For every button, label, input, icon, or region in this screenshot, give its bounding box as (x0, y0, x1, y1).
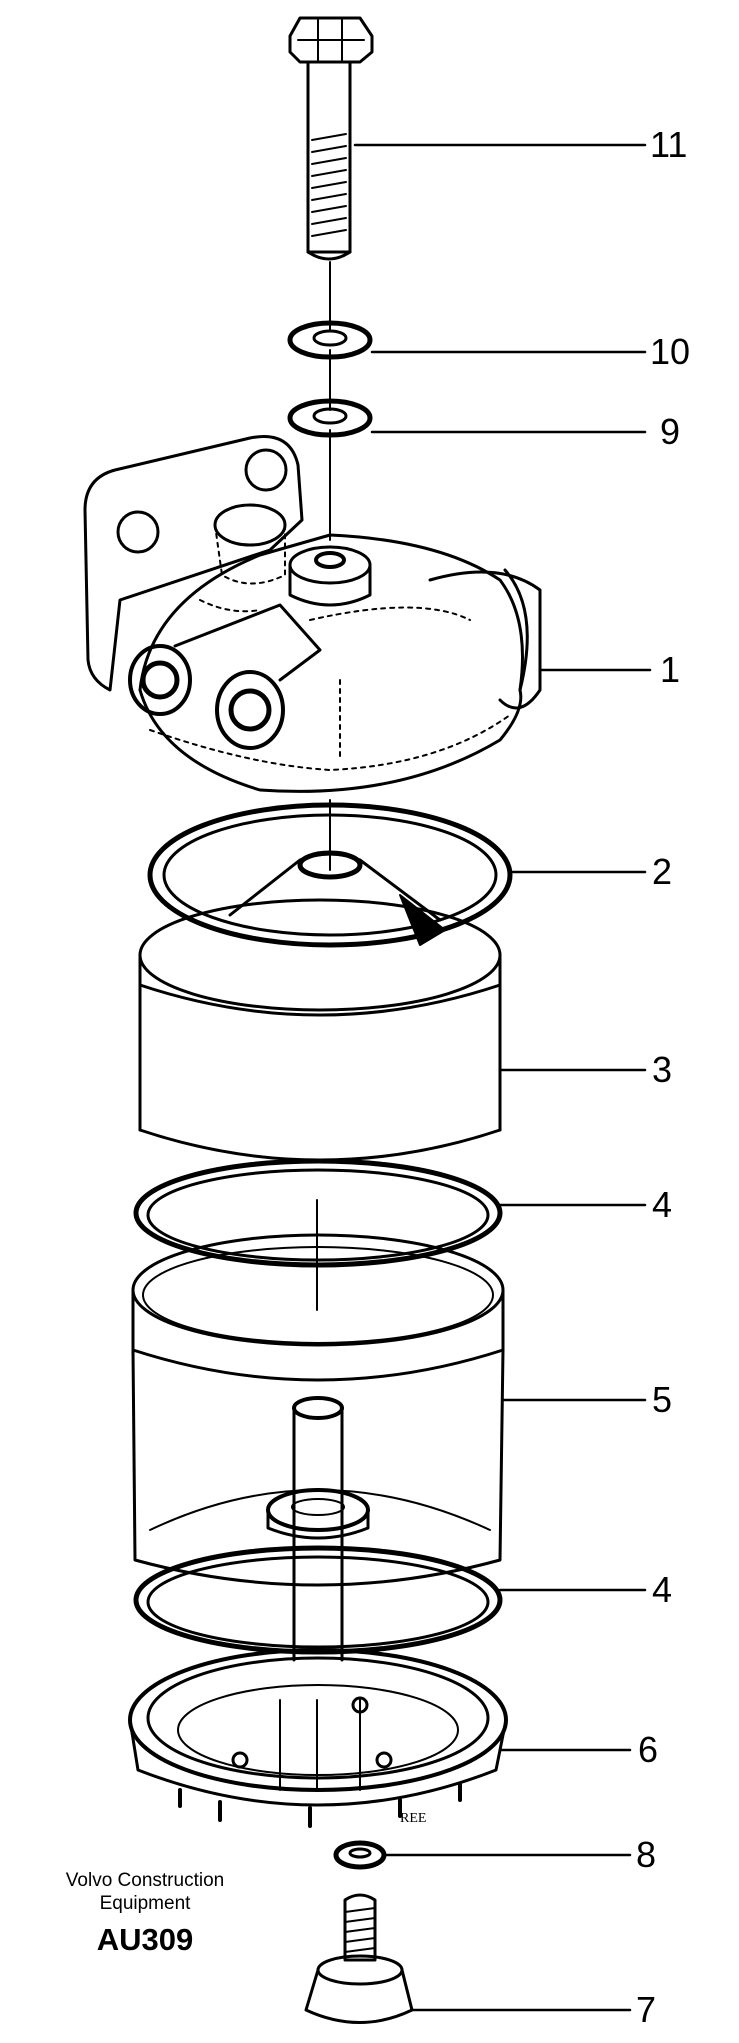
label-part-7: 7 (636, 1989, 656, 2030)
label-part-2: 2 (652, 851, 672, 892)
label-part-8: 8 (636, 1834, 656, 1875)
part-washer-upper (287, 320, 373, 360)
caption-company: Volvo Construction (65, 1870, 225, 1891)
part-filter-element (138, 850, 502, 1162)
part-seal-ring-upper (133, 1158, 503, 1268)
part-seal-ring-lower (133, 1545, 503, 1655)
part-bottom-cup (128, 1648, 508, 1828)
part-drain-plug (304, 1893, 414, 2024)
part-drain-washer (333, 1840, 387, 1870)
label-part-6: 6 (638, 1729, 658, 1770)
leader-lines (353, 143, 652, 2012)
part-filter-head (83, 435, 542, 793)
drafter-signature: REE (400, 1811, 426, 1826)
label-part-9: 9 (660, 411, 680, 452)
label-part-1: 1 (660, 649, 680, 690)
caption-equipment: Equipment (99, 1893, 191, 1914)
part-washer-lower (287, 398, 373, 438)
label-part-4-upper: 4 (652, 1184, 672, 1225)
center-axis (316, 261, 331, 1791)
part-seal-ring-top (147, 802, 513, 948)
label-part-5: 5 (652, 1379, 672, 1420)
part-bolt (288, 16, 374, 261)
label-part-3: 3 (652, 1049, 672, 1090)
label-part-10: 10 (650, 331, 690, 372)
label-part-11: 11 (650, 124, 687, 165)
caption-code: AU309 (96, 1922, 194, 1957)
label-part-4-lower: 4 (652, 1569, 672, 1610)
part-number-labels: 11 10 9 1 2 3 4 5 4 6 8 7 (636, 124, 690, 2030)
